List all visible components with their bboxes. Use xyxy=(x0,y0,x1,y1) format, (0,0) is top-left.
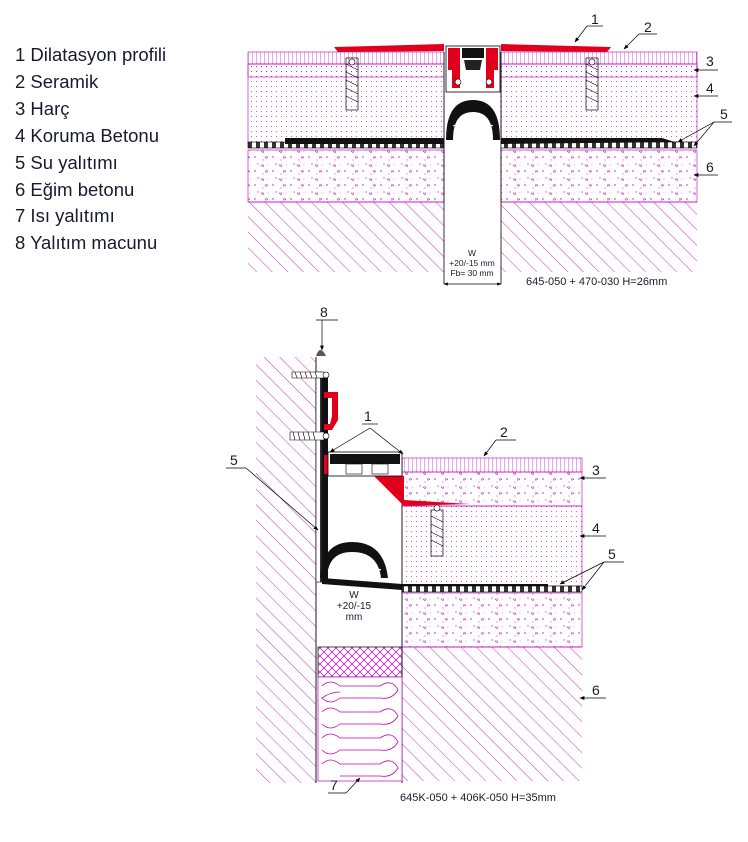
bottom-screw-middle xyxy=(289,431,330,441)
bottom-wall-red-profile xyxy=(324,392,338,430)
top-anchor-left xyxy=(345,57,359,111)
svg-text:3: 3 xyxy=(706,53,714,69)
bottom-ceramic xyxy=(401,457,583,473)
top-anchor-right xyxy=(585,57,599,111)
svg-text:2: 2 xyxy=(644,19,652,35)
bottom-wall-flange xyxy=(322,372,328,582)
bottom-protection-concrete xyxy=(401,505,583,587)
top-caption: 645-050 + 470-030 H=26mm xyxy=(526,276,667,288)
bottom-gap-tolerance: +20/-15 xyxy=(337,601,372,612)
svg-text:5: 5 xyxy=(608,546,616,562)
top-callout-4: 4 xyxy=(693,80,718,98)
svg-text:6: 6 xyxy=(592,682,600,698)
bottom-callout-5-left: 5 xyxy=(226,452,319,531)
bottom-callout-7: 7 xyxy=(328,777,361,794)
svg-text:4: 4 xyxy=(592,520,600,536)
bottom-wall xyxy=(256,357,316,783)
top-cover-plate-right xyxy=(501,44,611,52)
bottom-wall-waterproofing xyxy=(315,371,323,583)
bottom-callout-3: 3 xyxy=(579,462,606,480)
top-rubber-bulb xyxy=(446,100,500,140)
bottom-rubber-bulb xyxy=(320,542,388,578)
bottom-thermal-insulation xyxy=(317,676,403,782)
bottom-sealant xyxy=(316,350,326,356)
top-mortar-right xyxy=(500,63,698,78)
legend-item-1: 1 Dilatasyon profili xyxy=(15,44,167,65)
top-callout-3: 3 xyxy=(693,53,718,72)
top-cover-plate-left xyxy=(334,44,444,52)
legend-item-5: 5 Su yalıtımı xyxy=(15,151,118,173)
svg-text:5: 5 xyxy=(720,106,728,122)
svg-text:3: 3 xyxy=(592,462,600,478)
bottom-gap-w: W xyxy=(349,590,359,601)
bottom-callout-5-right: 5 xyxy=(559,546,624,591)
top-gap-w: W xyxy=(468,248,476,258)
top-flange-left xyxy=(285,138,444,144)
legend-item-3: 3 Harç xyxy=(15,97,70,119)
bottom-insulation-block xyxy=(317,646,403,678)
top-callout-6: 6 xyxy=(693,159,718,177)
bottom-anchor-floor xyxy=(430,504,444,557)
bottom-floor-waterproofing xyxy=(401,585,583,593)
svg-text:1: 1 xyxy=(591,11,599,27)
top-ceramic-right xyxy=(500,51,698,65)
svg-text:6: 6 xyxy=(706,159,714,175)
bottom-slope-concrete xyxy=(401,592,583,648)
legend-item-6: 6 Eğim betonu xyxy=(15,178,135,200)
top-slope-concrete-right xyxy=(500,149,698,203)
bottom-callout-6: 6 xyxy=(579,682,606,700)
bottom-structure xyxy=(402,647,582,781)
top-flange-right xyxy=(501,138,675,144)
legend-item-4: 4 Koruma Betonu xyxy=(15,124,159,146)
bottom-gap-unit: mm xyxy=(346,612,363,623)
top-protection-concrete-right xyxy=(500,63,698,145)
svg-text:2: 2 xyxy=(500,424,508,440)
bottom-mortar xyxy=(401,471,583,507)
bottom-detail: W +20/-15 mm 8 1 2 3 4 xyxy=(226,304,624,804)
top-callout-5: 5 xyxy=(677,106,732,147)
legend-item-7: 7 Isı yalıtımı xyxy=(15,205,115,227)
top-gap-fb: Fb= 30 mm xyxy=(450,268,493,278)
bottom-screw-top xyxy=(291,371,330,379)
bottom-floor-red-profile xyxy=(374,476,470,506)
svg-text:7: 7 xyxy=(330,777,338,793)
top-gap-tolerance: +20/-15 mm xyxy=(449,258,495,268)
svg-text:4: 4 xyxy=(706,80,714,96)
top-structure-left xyxy=(248,202,444,272)
svg-text:8: 8 xyxy=(320,304,328,320)
bottom-callout-4: 4 xyxy=(579,520,606,538)
legend-item-2: 2 Seramik xyxy=(15,70,99,92)
legend-item-8: 8 Yalıtım macunu xyxy=(15,232,158,254)
bottom-callout-8: 8 xyxy=(316,304,338,351)
top-callout-1: 1 xyxy=(574,11,603,43)
top-detail: W +20/-15 mm Fb= 30 mm 1 2 3 4 5 xyxy=(247,11,732,288)
svg-text:5: 5 xyxy=(230,452,238,468)
bottom-caption: 645K-050 + 406K-050 H=35mm xyxy=(400,792,556,804)
top-structure-right xyxy=(501,202,697,272)
legend-list: 1 Dilatasyon profili 2 Seramik 3 Harç 4 … xyxy=(15,42,166,257)
top-callout-2: 2 xyxy=(623,19,657,50)
svg-text:1: 1 xyxy=(364,408,372,424)
bottom-callout-1: 1 xyxy=(329,408,404,455)
bottom-callout-2: 2 xyxy=(483,424,516,457)
top-slope-concrete-left xyxy=(247,149,445,203)
